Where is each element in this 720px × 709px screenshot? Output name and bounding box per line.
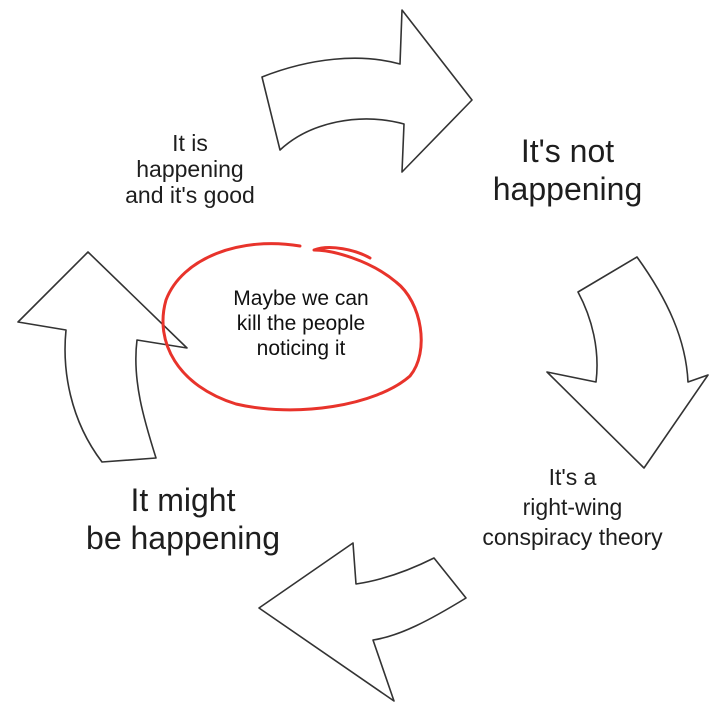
stage-label-line: right-wing (522, 493, 623, 520)
annotation-note-line: noticing it (256, 337, 346, 361)
stage-label-line: and it's good (125, 182, 255, 209)
stage-label-line: happening (492, 170, 643, 207)
stage-label-line: It's not (520, 133, 615, 169)
stage-label-right-wing-theory: It's a right-wing conspiracy theory (440, 463, 705, 553)
stage-label-line: be happening (86, 519, 280, 556)
stage-label-line: It is (172, 130, 208, 156)
stage-label-line: It's a (548, 464, 597, 490)
stage-label-might-be-happening: It might be happening (58, 482, 308, 558)
annotation-note: Maybe we can kill the people noticing it (196, 286, 406, 362)
cycle-arrow-left (17, 251, 188, 463)
stage-label-line: conspiracy theory (482, 523, 663, 550)
cycle-arrow-bottom (258, 542, 467, 702)
annotation-note-line: kill the people (236, 312, 366, 336)
stage-label-not-happening: It's not happening (460, 133, 675, 209)
cycle-arrow-right (546, 256, 709, 469)
stage-label-line: It might (130, 482, 236, 518)
stage-label-line: happening (136, 156, 244, 183)
annotation-note-line: Maybe we can (233, 287, 369, 310)
stage-label-happening-good: It is happening and it's good (100, 130, 280, 209)
cycle-arrow-top (261, 9, 473, 173)
annotation-circle (161, 242, 423, 412)
